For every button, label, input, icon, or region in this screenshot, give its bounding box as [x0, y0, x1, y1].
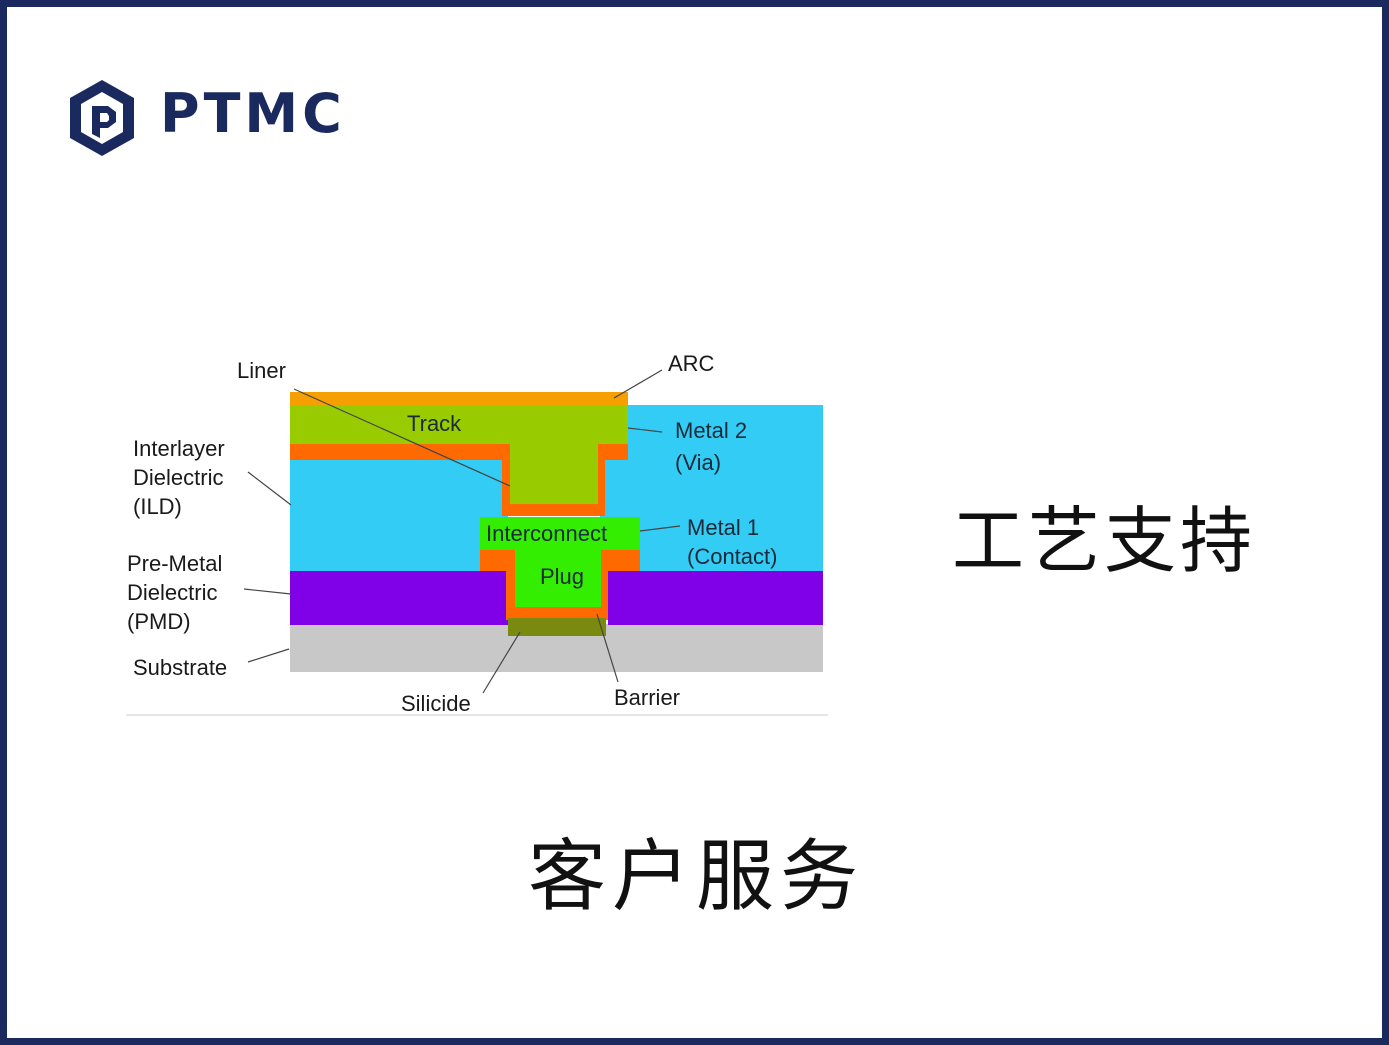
arc-label: ARC	[668, 351, 715, 376]
ild-layer-left	[290, 460, 508, 571]
pmd-label-line3: (PMD)	[127, 609, 191, 634]
ild-label-line3: (ILD)	[133, 494, 182, 519]
leader-lines	[243, 369, 681, 694]
liner-leader-line	[293, 388, 511, 487]
barrier-label: Barrier	[614, 685, 680, 710]
arc-leader-line	[613, 369, 663, 399]
customer-service-text: 客户服务	[528, 832, 865, 922]
barrier-leader-line	[596, 613, 619, 683]
pmd-label-line2: Dielectric	[127, 580, 217, 605]
substrate-leader-line	[247, 648, 290, 663]
pmd-leader-line	[243, 588, 292, 595]
silicide-leader-line	[482, 631, 521, 694]
track-via-layer	[510, 442, 598, 504]
liner-label: Liner	[237, 358, 286, 383]
process-support-text: 工艺支持	[952, 499, 1257, 583]
substrate-label: Substrate	[133, 655, 227, 680]
metal1-label-line1: Metal 1	[687, 515, 759, 540]
silicide-label: Silicide	[401, 691, 471, 716]
metal2-label-line1: Metal 2	[675, 418, 747, 443]
ptmc-hexagon-logo-icon	[70, 80, 134, 156]
logo-text: PTMC	[160, 82, 346, 145]
metal1-label-line2: (Contact)	[687, 544, 777, 569]
metal1-leader-line	[639, 525, 681, 532]
ild-label-line2: Dielectric	[133, 465, 223, 490]
track-layer	[290, 404, 628, 444]
track-label: Track	[407, 411, 462, 436]
silicide-layer	[508, 618, 606, 636]
metal2-label-line2: (Via)	[675, 450, 721, 475]
interconnect-layer	[480, 517, 640, 550]
ild-label-line1: Interlayer	[133, 436, 225, 461]
plug-layer	[515, 549, 601, 607]
metal2-leader-line	[627, 427, 663, 433]
pmd-layer-right	[608, 571, 823, 625]
ild-leader-line	[247, 471, 292, 506]
pmd-label-line1: Pre-Metal	[127, 551, 222, 576]
plug-label: Plug	[540, 564, 584, 589]
ptmc-logo: PTMC	[64, 76, 444, 160]
pmd-layer-left	[290, 571, 508, 625]
arc-layer	[290, 392, 628, 405]
interconnect-label: Interconnect	[486, 521, 607, 546]
